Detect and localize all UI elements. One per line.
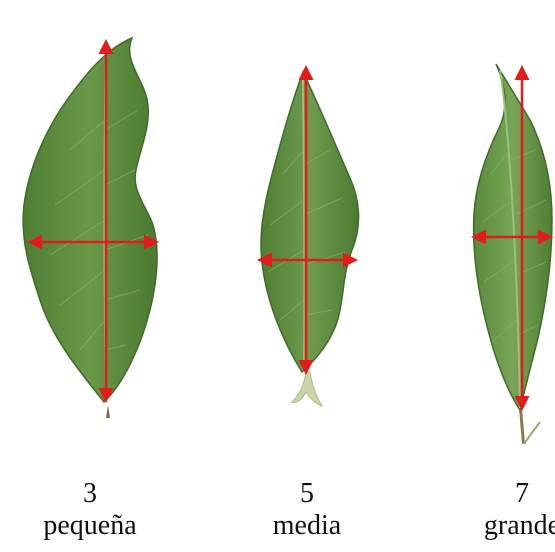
leaf-size-label: media bbox=[237, 510, 377, 542]
medium-leaf-icon bbox=[260, 68, 359, 406]
leaf-size-illustration bbox=[0, 0, 555, 450]
leaf-size-number: 3 bbox=[20, 478, 160, 510]
leaf-size-number: 5 bbox=[237, 478, 377, 510]
leaf-size-number: 7 bbox=[452, 478, 555, 510]
leaf-caption-large: 7 grande bbox=[452, 478, 555, 542]
leaf-caption-small: 3 pequeña bbox=[20, 478, 160, 542]
large-leaf-icon bbox=[474, 64, 552, 444]
leaf-size-label: pequeña bbox=[20, 510, 160, 542]
leaf-caption-medium: 5 media bbox=[237, 478, 377, 542]
small-leaf-icon bbox=[23, 38, 157, 418]
leaf-size-label: grande bbox=[452, 510, 555, 542]
